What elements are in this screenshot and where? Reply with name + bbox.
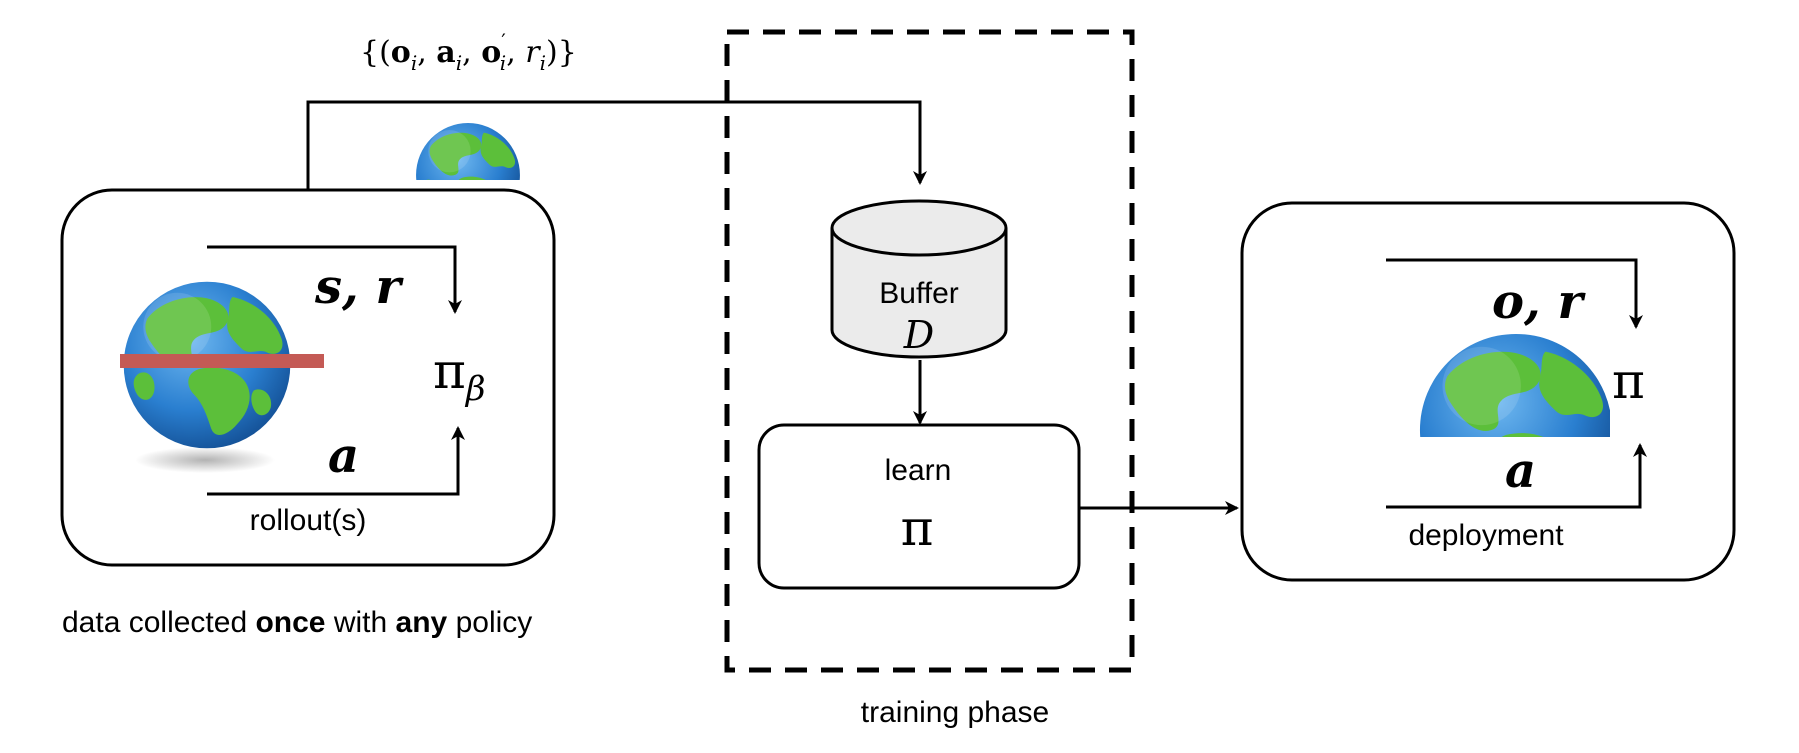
globe-icon	[123, 281, 291, 473]
transition-tuple-label: {(oi, ai, o′i, ri)}	[360, 29, 577, 75]
buffer-symbol: D	[903, 313, 934, 357]
rollout-caption: rollout(s)	[250, 504, 367, 537]
database-icon	[830, 199, 1008, 359]
behavior-policy-symbol: πβ	[433, 342, 486, 409]
deployed-policy-symbol: π	[1612, 352, 1645, 410]
data-flow-arrow	[306, 100, 927, 190]
action-arrow	[207, 426, 465, 496]
data-collected-note: data collected once with any policy	[62, 606, 532, 639]
observation-arrow	[207, 245, 462, 314]
left-action-label: a	[328, 428, 359, 484]
left-obs-label: s, r	[314, 259, 404, 315]
buffer-label: Buffer	[879, 277, 959, 310]
learn-label: learn	[885, 454, 952, 487]
right-obs-label: o, r	[1492, 274, 1586, 330]
action-arrow	[1386, 443, 1647, 509]
globe-cut-bar	[120, 354, 324, 368]
training-phase-boundary	[724, 29, 1135, 673]
learned-policy-symbol: π	[901, 499, 934, 557]
training-phase-label: training phase	[861, 696, 1049, 729]
right-action-label: a	[1505, 443, 1536, 499]
deployment-caption: deployment	[1408, 519, 1564, 552]
observation-arrow	[1386, 258, 1643, 329]
